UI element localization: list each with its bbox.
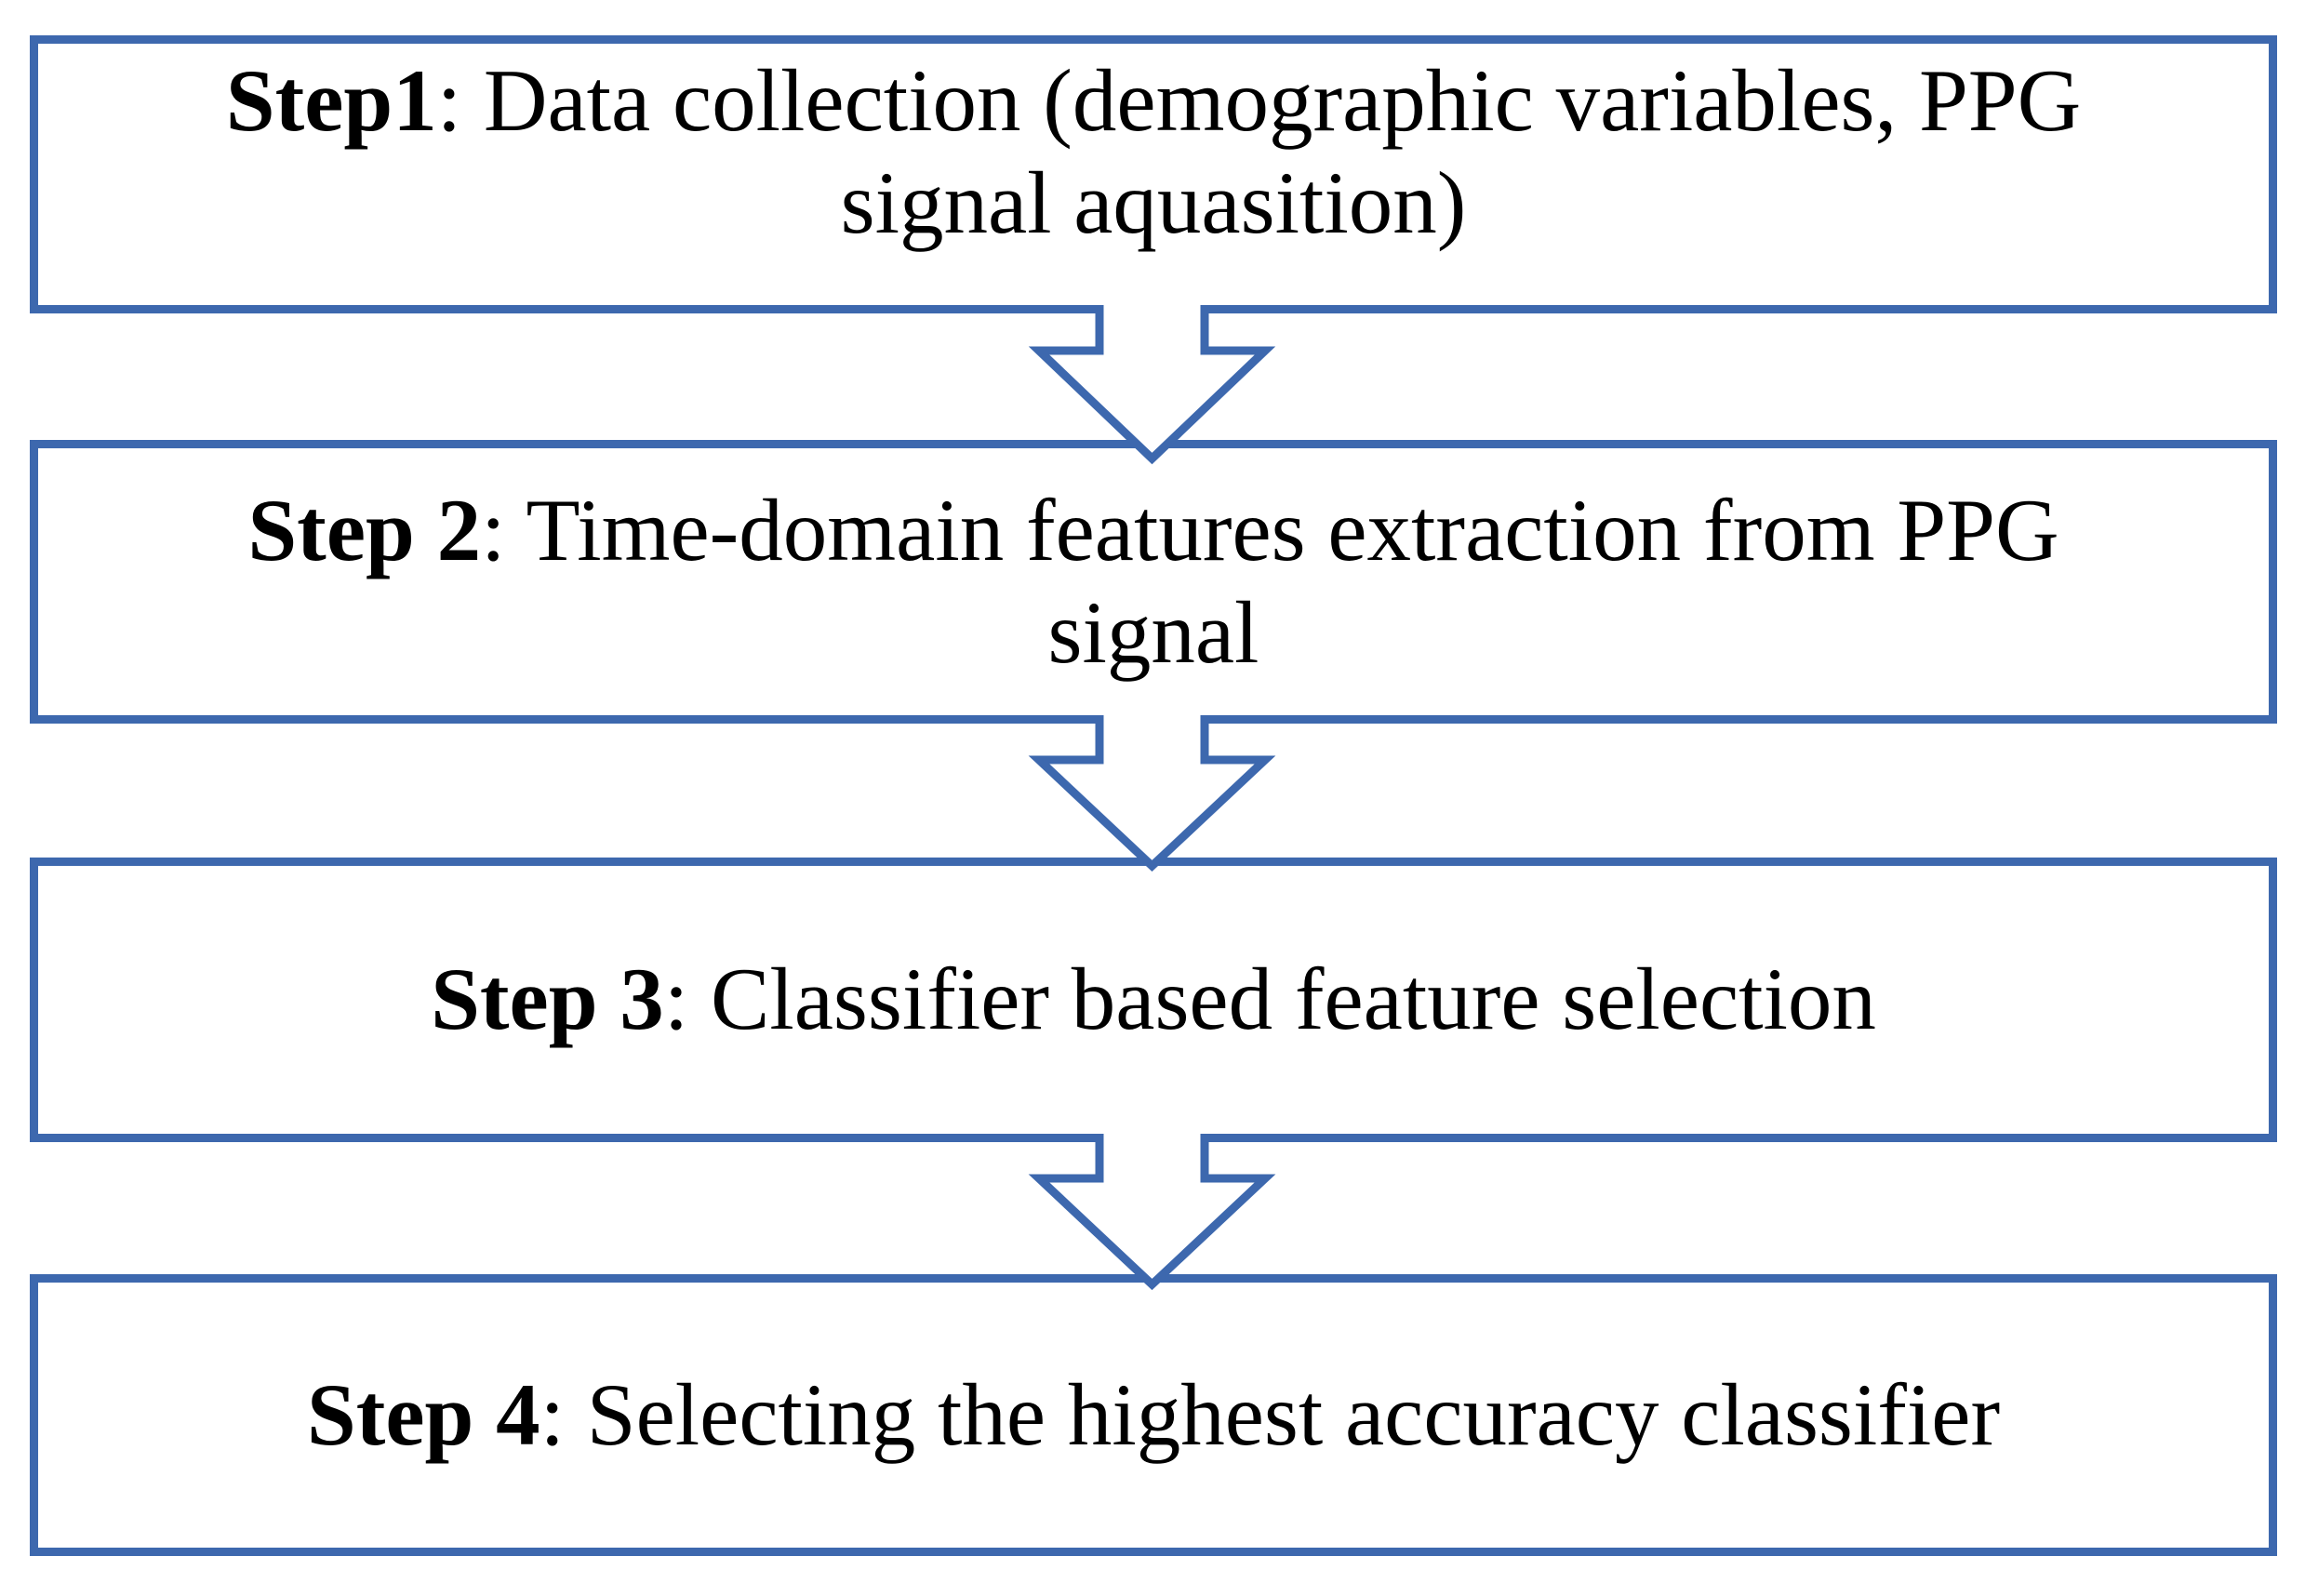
step-1-box: Step1: Data collection (demographic vari…	[30, 35, 2277, 313]
step-1-description: : Data collection (demographic variables…	[436, 51, 2082, 252]
down-arrow-icon	[1028, 715, 1276, 872]
step-3-description: : Classifier based feature selection	[663, 950, 1876, 1049]
step-3-box: Step 3: Classifier based feature selecti…	[30, 858, 2277, 1142]
step-2-box: Step 2: Time-domain features extraction …	[30, 440, 2277, 724]
step-4-text: Step 4: Selecting the highest accuracy c…	[307, 1364, 2000, 1466]
down-arrow-icon	[1028, 1134, 1276, 1291]
step-3-text: Step 3: Classifier based feature selecti…	[431, 949, 1876, 1050]
step-4-label: Step 4	[306, 1364, 540, 1464]
step-2-label: Step 2	[247, 481, 482, 580]
down-arrow-icon	[1028, 305, 1276, 465]
step-1-text: Step1: Data collection (demographic vari…	[226, 50, 2082, 254]
step-2-description: : Time-domain features extraction from P…	[481, 481, 2059, 682]
step-3-label: Step 3	[431, 950, 664, 1049]
step-1-label: Step1	[225, 51, 437, 151]
step-4-box: Step 4: Selecting the highest accuracy c…	[30, 1274, 2277, 1556]
step-2-text: Step 2: Time-domain features extraction …	[247, 480, 2059, 684]
step-4-description: : Selecting the highest accuracy classif…	[540, 1364, 2001, 1464]
